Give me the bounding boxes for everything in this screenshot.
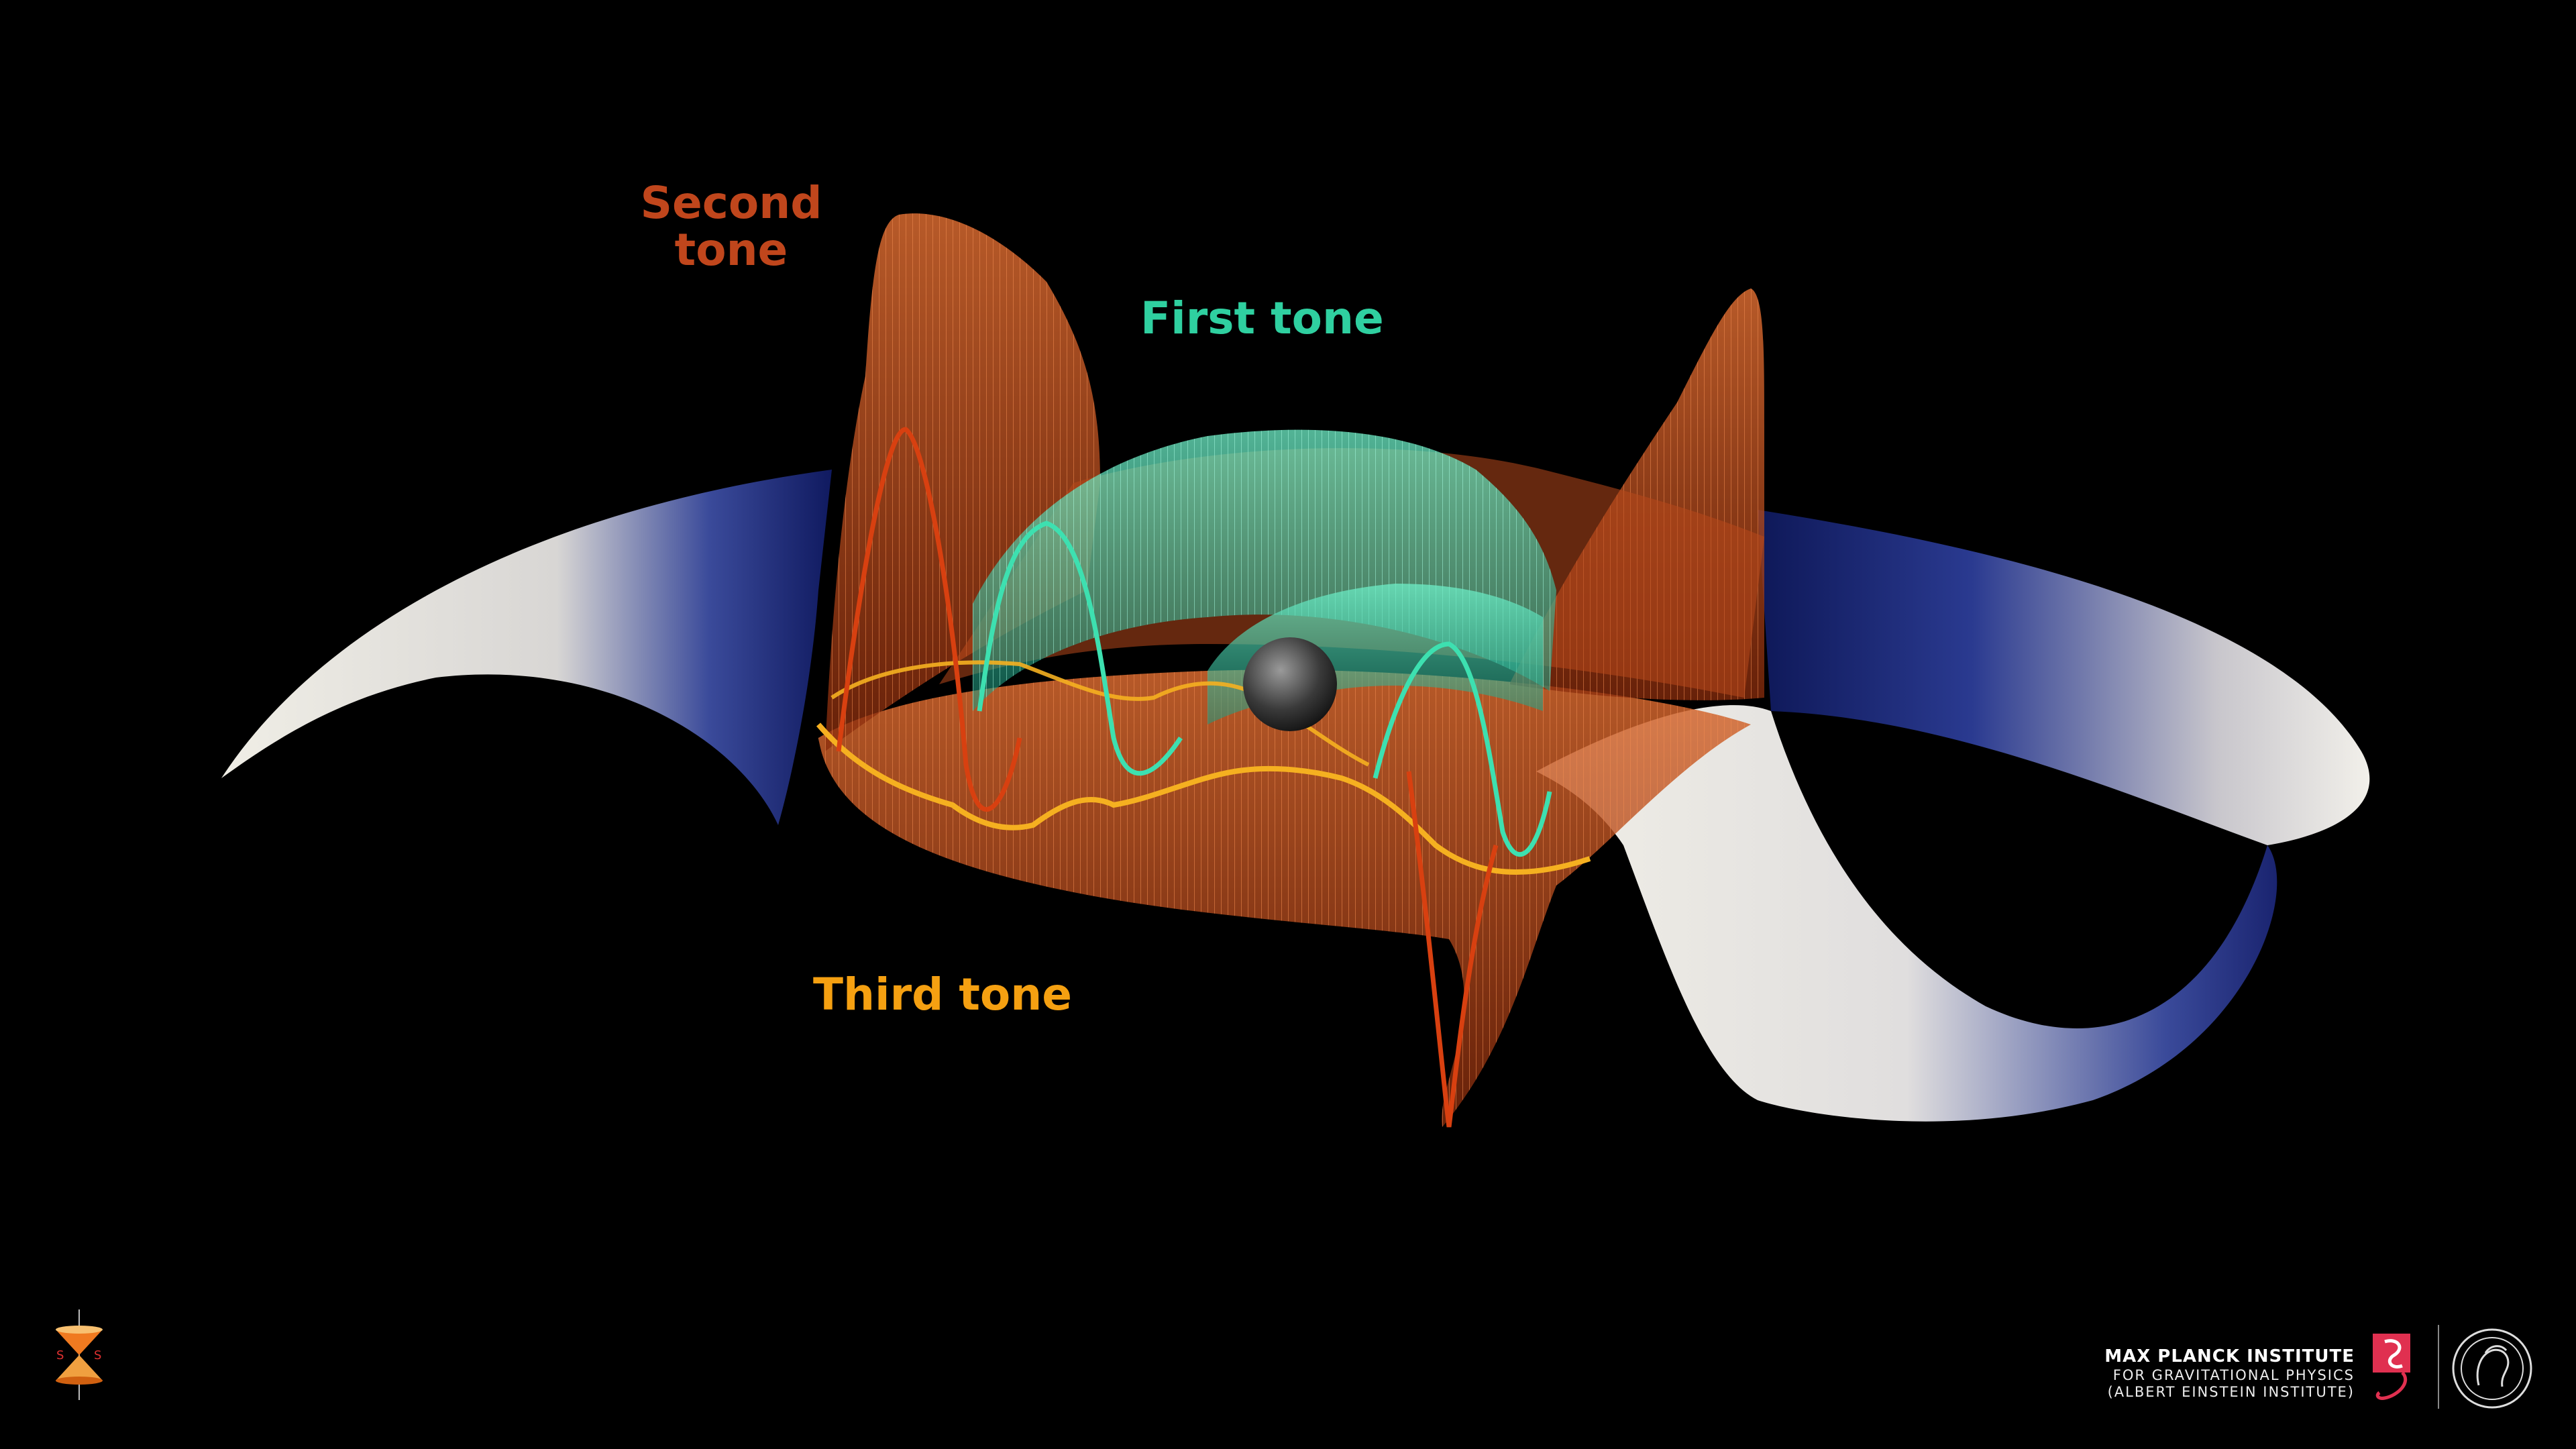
aei-logo xyxy=(2373,1334,2410,1400)
hourglass-lightcone-logo: S S xyxy=(56,1309,103,1400)
institute-name: MAX PLANCK INSTITUTE xyxy=(2104,1346,2355,1366)
left-wave-surface xyxy=(221,470,832,825)
institute-credit: MAX PLANCK INSTITUTE FOR GRAVITATIONAL P… xyxy=(1872,1346,2355,1401)
right-wave-surface-upper xyxy=(1758,510,2370,845)
svg-text:S: S xyxy=(94,1348,101,1362)
second-tone-label-line1: Second xyxy=(640,177,822,229)
second-tone-label: Second tone xyxy=(604,180,859,274)
svg-text:S: S xyxy=(56,1348,64,1362)
logo-divider xyxy=(2438,1325,2439,1409)
second-tone-label-line2: tone xyxy=(674,224,788,276)
first-tone-label: First tone xyxy=(1140,292,1384,344)
third-tone-wave xyxy=(816,722,1591,875)
third-tone-label: Third tone xyxy=(812,969,1073,1020)
black-hole-sphere xyxy=(1243,637,1337,731)
right-wave-surface-lower xyxy=(1536,705,2277,1122)
institute-subtitle-1: FOR GRAVITATIONAL PHYSICS xyxy=(2112,1367,2355,1383)
institute-subtitle-2: (ALBERT EINSTEIN INSTITUTE) xyxy=(2107,1384,2355,1400)
minerva-seal-logo xyxy=(2452,1328,2532,1409)
